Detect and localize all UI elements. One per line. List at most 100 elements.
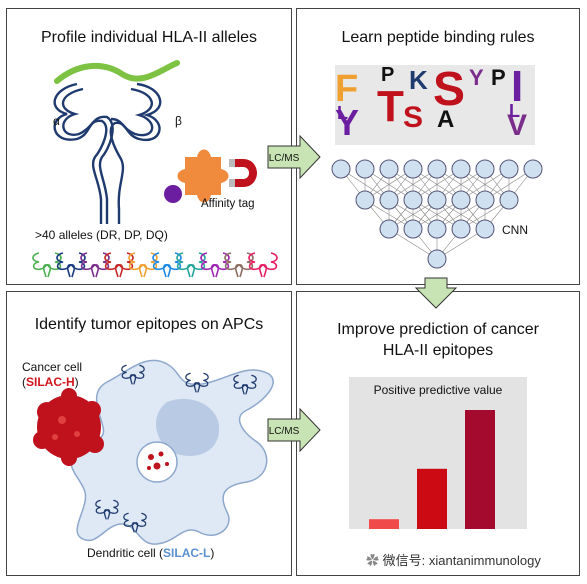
watermark: ✿ 微信号: xiantanimmunology [362, 548, 545, 571]
panel-learn-rules: Learn peptide binding rules F Y P T K S … [296, 8, 580, 285]
cnn-edge [412, 168, 462, 201]
magnet-icon [229, 159, 257, 187]
cnn-diagram: F Y P T K S S A Y P I V L L CNN [331, 62, 543, 269]
cnn-node [427, 190, 447, 210]
cnn-node [403, 159, 423, 179]
beta-chain [109, 82, 162, 224]
logo-letter: S [403, 101, 423, 134]
allele-icon [128, 252, 158, 278]
chart-bar [465, 410, 495, 529]
chart-bars [369, 410, 495, 529]
beta-label: β [175, 114, 182, 128]
ppv-chart: Positive predictive value [349, 377, 527, 529]
cnn-edge [484, 168, 534, 201]
surface-hla-icon [185, 372, 209, 393]
cnn-node [427, 249, 447, 269]
logo-letter: S [433, 63, 465, 116]
apc-diagram: Cancer cell (SILAC-H) Dendritic cell (SI… [22, 359, 274, 560]
allele-icon [200, 252, 230, 278]
cancer-silac-label: (SILAC-H) [22, 375, 79, 389]
panel-improve-prediction: Improve prediction of cancer HLA-II epit… [296, 291, 580, 576]
cnn-node [331, 159, 351, 179]
allele-icons-row [32, 252, 278, 278]
allele-icon [248, 252, 278, 278]
logo-background [335, 65, 535, 145]
allele-icon [56, 252, 86, 278]
surface-hla-icon [123, 512, 147, 533]
cnn-node [475, 190, 495, 210]
purple-tag-bead [164, 185, 182, 203]
cancer-cell [33, 388, 104, 466]
cnn-nodes [331, 159, 543, 269]
dendritic-cell-label: Dendritic cell (SILAC-L) [87, 546, 214, 560]
cnn-node [427, 219, 447, 239]
wechat-icon: ✿ [366, 553, 383, 568]
panel-title-profile: Profile individual HLA-II alleles [40, 29, 258, 46]
cnn-edge [364, 168, 414, 201]
chart-title: Positive predictive value [374, 383, 503, 397]
allele-icon [104, 252, 134, 278]
panel-title-identify: Identify tumor epitopes on APCs [34, 316, 264, 333]
cnn-edge [436, 168, 486, 201]
phagosome [136, 441, 178, 483]
logo-letter: V [507, 109, 527, 142]
phagosome-fragments [147, 451, 169, 470]
cnn-node [475, 159, 495, 179]
cnn-edge [388, 168, 438, 201]
cnn-node [499, 159, 519, 179]
alpha-label: α [53, 114, 60, 128]
panel-title-improve-line1: Improve prediction of cancer [337, 321, 539, 338]
cnn-node [451, 219, 471, 239]
allele-icon [176, 252, 206, 278]
logo-letter: L [509, 101, 520, 121]
cnn-node [499, 190, 519, 210]
sequence-logo: F Y P T K S S A Y P I V L L [335, 62, 535, 145]
cnn-node [475, 219, 495, 239]
cancer-cell-label: Cancer cell [22, 360, 82, 374]
allele-icon [224, 252, 254, 278]
chart-bar [369, 519, 399, 529]
logo-letter: I [511, 62, 523, 111]
logo-letter: Y [469, 65, 484, 90]
peptide-helix [54, 60, 180, 84]
hla-ii-diagram: α β Affinity tag >40 alleles (DR, DP, DQ… [32, 60, 278, 278]
alleles-label: >40 alleles (DR, DP, DQ) [35, 228, 168, 242]
cnn-node [379, 219, 399, 239]
cnn-edges [340, 168, 534, 260]
panel-profile-alleles: Profile individual HLA-II alleles α β Af… [6, 8, 292, 285]
cnn-node [403, 190, 423, 210]
logo-letter: T [377, 82, 404, 131]
cnn-node [379, 159, 399, 179]
alpha-chain [53, 82, 114, 224]
cnn-node [427, 159, 447, 179]
dc-nucleus [156, 398, 220, 456]
cnn-node [379, 190, 399, 210]
panel-tumor-epitopes: Identify tumor epitopes on APCs Cancer c… [6, 291, 292, 576]
allele-icon [32, 252, 62, 278]
panel-title-learn: Learn peptide binding rules [341, 29, 535, 46]
affinity-tag-shape [177, 149, 229, 203]
chart-bar [417, 468, 447, 529]
allele-icon [152, 252, 182, 278]
surface-hla-icon [121, 364, 145, 385]
cnn-node [355, 190, 375, 210]
logo-letter: L [337, 103, 348, 123]
cnn-label: CNN [502, 223, 528, 237]
cnn-node [403, 219, 423, 239]
logo-letter: P [381, 64, 394, 86]
cnn-node [523, 159, 543, 179]
cnn-node [355, 159, 375, 179]
panel-title-improve-line2: HLA-II epitopes [382, 342, 494, 359]
logo-letter: A [437, 106, 454, 133]
cnn-node [451, 159, 471, 179]
logo-letter: K [409, 65, 428, 95]
affinity-tag-label: Affinity tag [201, 198, 255, 210]
allele-icon [80, 252, 110, 278]
watermark-text: 微信号: xiantanimmunology [382, 553, 541, 568]
logo-letter: F [335, 68, 358, 110]
surface-hla-icon [95, 499, 119, 520]
surface-hla-molecules [95, 364, 257, 533]
cnn-node [451, 190, 471, 210]
logo-letter: Y [335, 102, 359, 143]
cnn-edge [460, 168, 510, 201]
